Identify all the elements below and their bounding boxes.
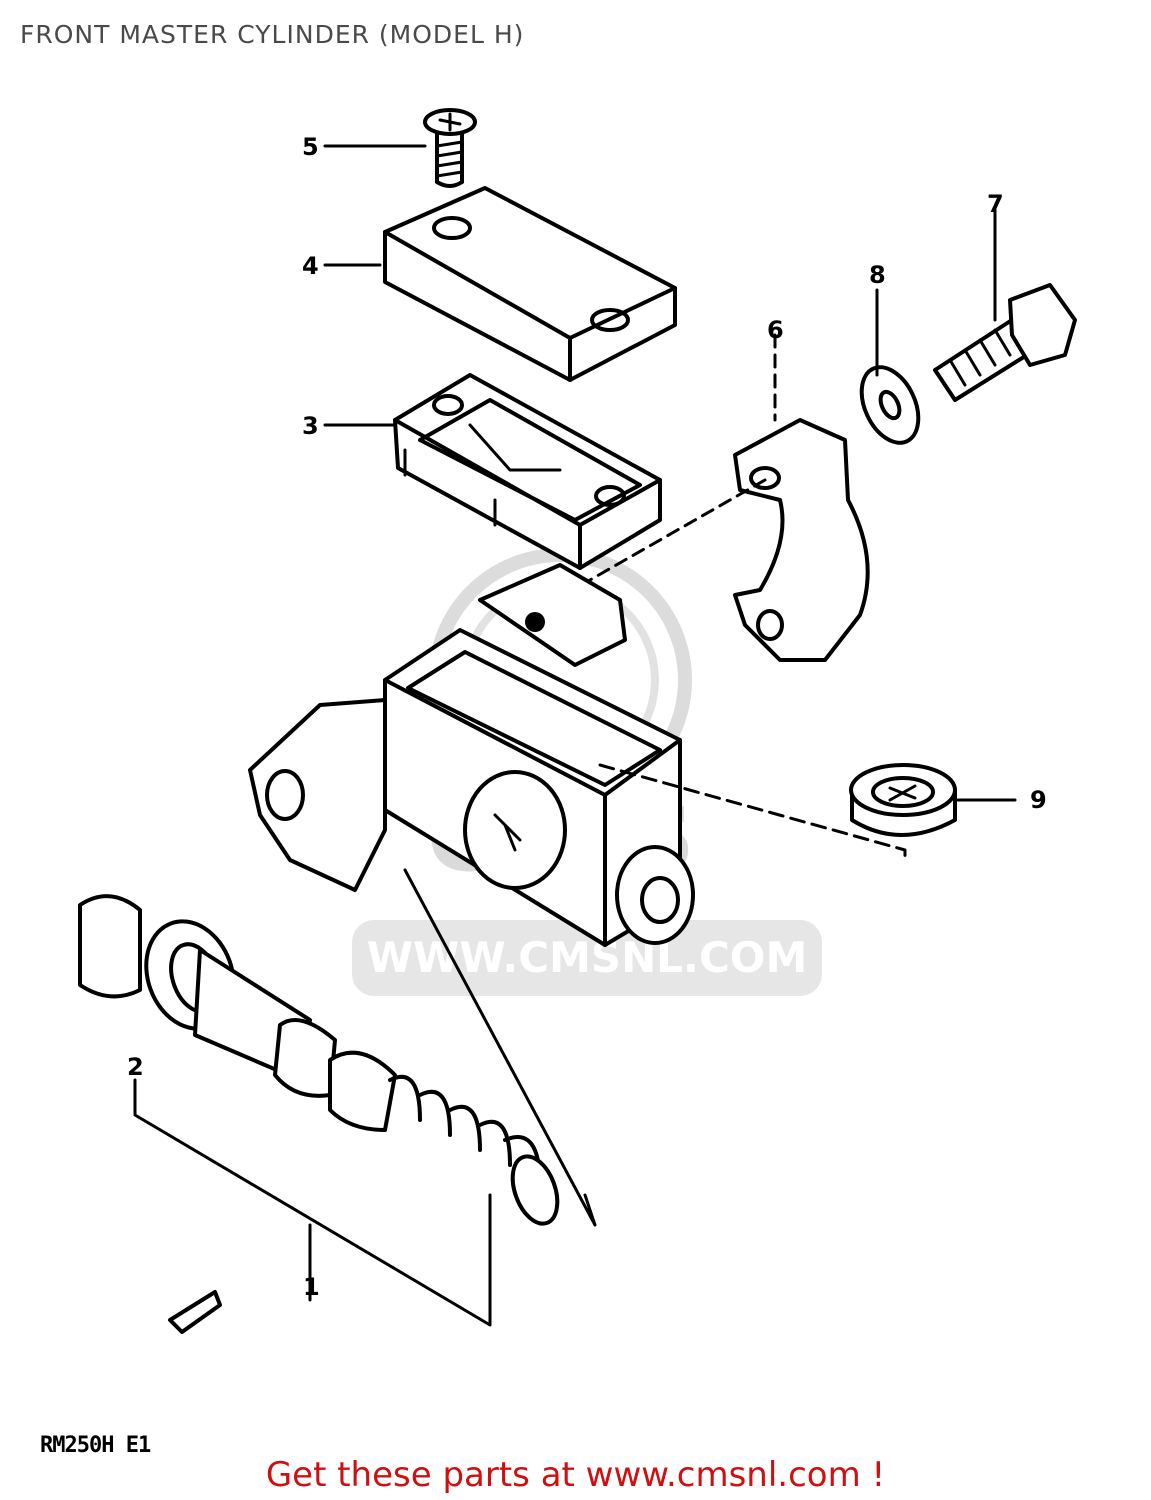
cta-link[interactable]: Get these parts at www.cmsnl.com !	[265, 1455, 886, 1495]
label-part-4: 4	[302, 252, 319, 280]
part-5-screw[interactable]	[423, 108, 477, 188]
label-part-8: 8	[869, 261, 886, 289]
label-part-6: 6	[767, 316, 784, 344]
watermark-url: WWW.CMSNL.COM	[367, 933, 808, 982]
front-direction-arrow	[168, 1290, 222, 1334]
part-7-bolt[interactable]	[933, 283, 1077, 402]
label-part-3: 3	[302, 412, 319, 440]
label-part-2: 2	[127, 1053, 144, 1081]
part-6-clamp[interactable]	[733, 418, 870, 662]
part-9-boot-cap[interactable]	[849, 763, 957, 837]
label-part-5: 5	[302, 133, 319, 161]
part-3-diaphragm[interactable]	[393, 373, 662, 570]
label-part-9: 9	[1030, 786, 1047, 814]
part-1-piston-assembly[interactable]	[78, 894, 566, 1230]
part-labels: 5 4 3 6 7 8 9 2 1	[127, 133, 1047, 1301]
label-part-1: 1	[303, 1273, 320, 1301]
page-title: FRONT MASTER CYLINDER (MODEL H)	[20, 20, 525, 49]
cta-banner[interactable]: Get these parts at www.cmsnl.com !	[0, 1455, 1151, 1495]
master-cylinder-body[interactable]	[248, 563, 695, 947]
part-4-reservoir-cap[interactable]	[383, 186, 677, 382]
model-code-label: RM250H E1	[40, 1433, 151, 1458]
label-part-7: 7	[987, 190, 1004, 218]
leader-lines	[133, 144, 1017, 1327]
part-8-washer[interactable]	[850, 358, 929, 452]
